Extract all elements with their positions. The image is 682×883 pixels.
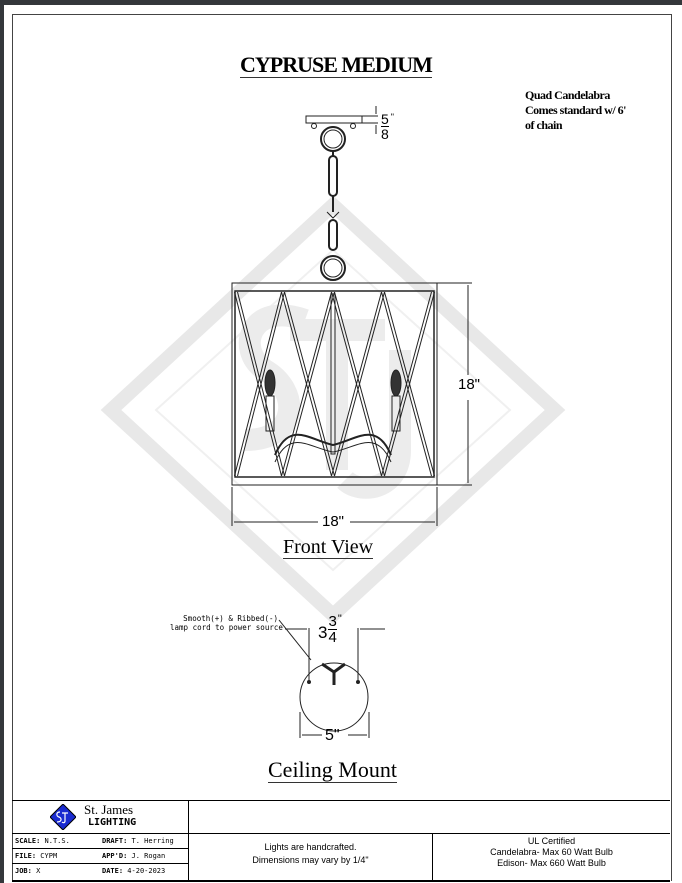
watermark-diamond (100, 195, 566, 625)
row-scale-draft: SCALE: N.T.S. DRAFT: T. Herring (12, 833, 188, 848)
cord-note-line: Smooth(+) & Ribbed(-) (183, 614, 278, 623)
scale-label: SCALE: (15, 837, 41, 845)
lattice-bar (384, 291, 435, 477)
fraction-numerator: 5 (381, 111, 389, 127)
page-title: CYPRUSE MEDIUM (240, 52, 433, 78)
draft-label: DRAFT: (102, 837, 128, 845)
job-value: X (36, 867, 41, 875)
inch-mark: " (390, 112, 394, 122)
company-name: St. James (84, 802, 134, 817)
viewer-top-bar (0, 0, 682, 5)
note-line: Quad Candelabra (525, 88, 610, 102)
title-block: St. James LIGHTING SCALE: N.T.S. DRAFT: … (12, 800, 670, 882)
front-view-label: Front View (283, 536, 374, 559)
file-value: CYPM (40, 852, 58, 860)
job-label: JOB: (15, 867, 32, 875)
fixture-notes: Quad Candelabra Comes standard w/ 6' of … (525, 88, 627, 133)
ul-line: Candelabra- Max 60 Watt Bulb (490, 847, 613, 857)
viewer-left-bar (0, 0, 4, 883)
height-dimension: 18" (458, 376, 481, 393)
handcrafted-note: Lights are handcrafted. Dimensions may v… (189, 833, 433, 880)
lattice-bar (237, 291, 285, 477)
lattice-bar (331, 291, 382, 477)
inch-mark: " (337, 613, 342, 625)
watermark-monogram (238, 304, 411, 499)
scale-value: N.T.S. (44, 837, 70, 845)
width-dimension: 18" (322, 513, 345, 530)
cord-note-line: lamp cord to power source (170, 623, 283, 632)
lattice-bar (334, 291, 385, 477)
fraction-denominator: 4 (328, 629, 337, 646)
fraction-numerator: 3 (328, 613, 337, 630)
note-line: of chain (525, 118, 563, 132)
note-line: Dimensions may vary by 1/4" (252, 855, 369, 865)
company-logo (50, 804, 76, 830)
mount-spacing-dim: 3 3 4 " (318, 613, 342, 646)
ul-line: Edison- Max 660 Watt Bulb (497, 858, 606, 868)
appd-label: APP'D: (102, 852, 128, 860)
draft-value: T. Herring (131, 837, 174, 845)
canopy-height-dim: 5 8 " (381, 112, 394, 141)
note-line: Lights are handcrafted. (264, 842, 357, 852)
mount-spacing-whole: 3 (318, 623, 328, 642)
company-sub: LIGHTING (88, 817, 137, 828)
lattice-bar (234, 291, 282, 477)
lattice-bar (284, 291, 335, 477)
ul-line: UL Certified (527, 836, 576, 846)
appd-value: J. Rogan (131, 852, 166, 860)
company-cell: St. James LIGHTING SCALE: N.T.S. DRAFT: … (12, 801, 189, 880)
row-job-date: JOB: X DATE: 4-20-2023 (12, 863, 188, 878)
lattice-bar (281, 291, 332, 477)
ceiling-mount-diagram (278, 619, 385, 738)
canopy-diameter-dimension: 5" (325, 727, 340, 744)
canopy (305, 106, 378, 281)
fixture-body (231, 282, 472, 526)
file-label: FILE: (15, 852, 37, 860)
drawing-sheet (12, 14, 672, 881)
date-value: 4-20-2023 (127, 867, 166, 875)
lattice-bar (381, 291, 432, 477)
note-line: Comes standard w/ 6' (525, 103, 627, 117)
row-file-appd: FILE: CYPM APP'D: J. Rogan (12, 848, 188, 863)
cord-note: Smooth(+) & Ribbed(-) lamp cord to power… (170, 614, 283, 632)
date-label: DATE: (102, 867, 124, 875)
ul-certification: UL Certified Candelabra- Max 60 Watt Bul… (433, 833, 670, 880)
ceiling-mount-label: Ceiling Mount (268, 757, 397, 783)
fraction-denominator: 8 (381, 126, 389, 142)
